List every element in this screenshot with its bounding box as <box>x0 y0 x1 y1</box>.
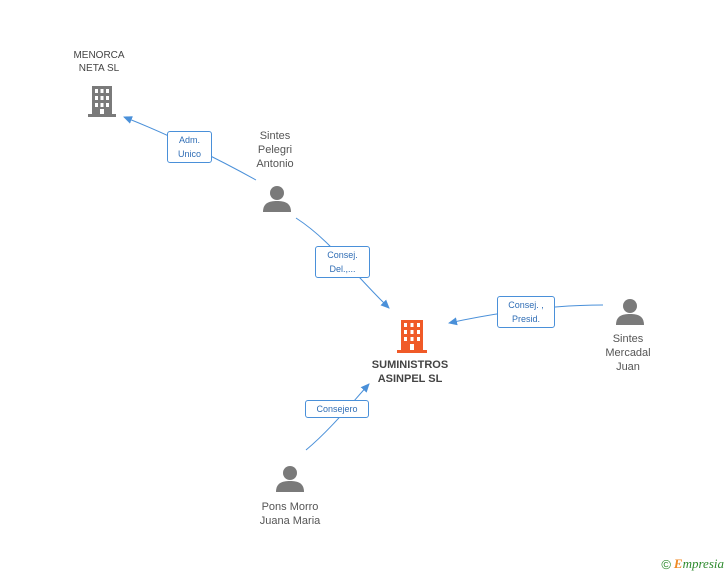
building-icon[interactable] <box>396 318 428 359</box>
person-label-sintes-pelegri[interactable]: Sintes Pelegri Antonio <box>256 130 294 170</box>
edge-label-adm-unico[interactable]: Adm. Unico <box>167 131 212 163</box>
edge-label-consej-del[interactable]: Consej. Del.,... <box>315 246 370 278</box>
copyright-symbol: © <box>661 556 671 572</box>
person-icon[interactable] <box>262 184 292 219</box>
company-label-suministros[interactable]: SUMINISTROS ASINPEL SL <box>371 359 449 385</box>
footer-brand: © Empresia <box>661 556 724 572</box>
edge-label-consej-presid[interactable]: Consej. , Presid. <box>497 296 555 328</box>
company-label-menorca[interactable]: MENORCA NETA SL <box>73 50 125 74</box>
person-icon[interactable] <box>275 464 305 499</box>
person-label-sintes-mercadal[interactable]: Sintes Mercadal Juan <box>605 333 651 373</box>
building-icon[interactable] <box>86 84 118 123</box>
edge-label-consejero[interactable]: Consejero <box>305 400 369 418</box>
brand-logo: Empresia <box>673 556 724 571</box>
person-label-pons-morro[interactable]: Pons Morro Juana Maria <box>259 501 321 527</box>
person-icon[interactable] <box>615 297 645 332</box>
